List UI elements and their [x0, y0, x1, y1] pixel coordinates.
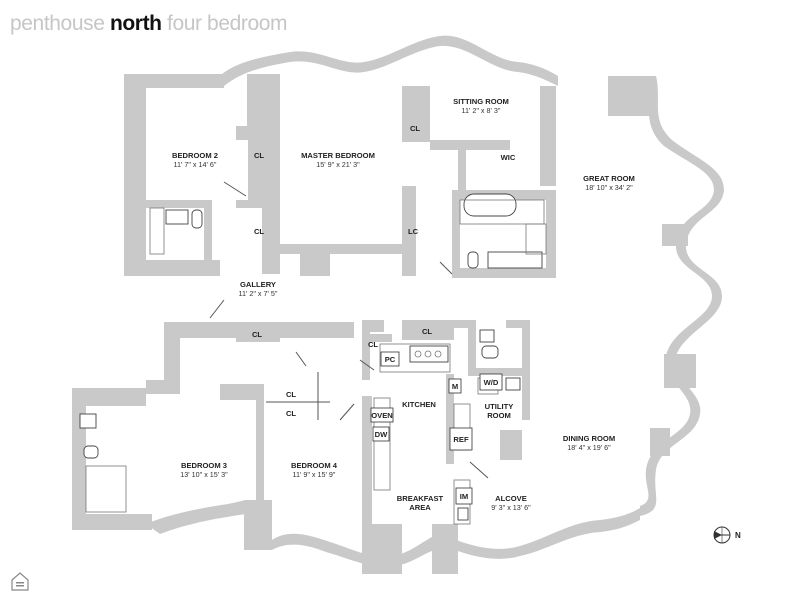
title-four-bedroom: four bedroom: [167, 12, 288, 35]
bedroom3-name: BEDROOM 3: [181, 461, 227, 470]
oven-box: [370, 407, 394, 423]
bedroom3-dim: 13' 10" x 15' 3": [180, 470, 228, 479]
ice-maker-tag: IM: [460, 492, 468, 501]
room-labels: BEDROOM 2 11' 7" x 14' 6" MASTER BEDROOM…: [172, 97, 635, 512]
title-penthouse: penthouse: [10, 12, 105, 35]
bedroom2-name: BEDROOM 2: [172, 151, 218, 160]
utility-room-name2: ROOM: [487, 411, 511, 420]
gallery-dim: 11' 2" x 7' 5": [239, 289, 278, 298]
dining-room-name: DINING ROOM: [563, 434, 615, 443]
washer-dryer-tag: W/D: [484, 378, 499, 387]
pc-box: [380, 351, 400, 367]
closet-tag: CL: [254, 227, 264, 236]
microwave-tag: M: [452, 382, 458, 391]
closet-tag: CL: [286, 409, 296, 418]
closet-tag: CL: [410, 124, 420, 133]
exterior-walls: [72, 35, 724, 574]
ref-box: [449, 427, 473, 451]
kitchen-name: KITCHEN: [402, 400, 436, 409]
north-letter: N: [735, 531, 741, 540]
equal-housing-icon: [11, 572, 29, 591]
closet-tags: CL CL CL LC CL CL CL CL CL PC M W/D OVEN…: [252, 124, 503, 505]
dining-room-dim: 18' 4" x 19' 6": [567, 443, 611, 452]
wic-name: WIC: [501, 153, 516, 162]
pc-tag: PC: [385, 355, 396, 364]
great-room-name: GREAT ROOM: [583, 174, 635, 183]
closet-tag: CL: [368, 340, 378, 349]
bedroom2-dim: 11' 7" x 14' 6": [174, 160, 217, 169]
bedroom4-dim: 11' 9" x 15' 9": [293, 470, 336, 479]
title-north: north: [109, 12, 162, 35]
utility-room-name: UTILITY: [485, 402, 514, 411]
plan-title: penthouse north four bedroom: [10, 12, 288, 36]
great-room-dim: 18' 10" x 34' 2": [585, 183, 633, 192]
door-swings: [209, 181, 489, 479]
master-bedroom-name: MASTER BEDROOM: [301, 151, 375, 160]
master-bedroom-dim: 15' 9" x 21' 3": [316, 160, 360, 169]
m-box: [448, 378, 462, 394]
fixtures: [79, 193, 547, 525]
im-box: [455, 487, 473, 505]
closet-tag: CL: [286, 390, 296, 399]
north-arrow-icon: N: [713, 526, 741, 544]
closet-tag: CL: [252, 330, 262, 339]
refrigerator-tag: REF: [453, 435, 469, 444]
sitting-room-dim: 11' 2" x 8' 3": [462, 106, 501, 115]
closet-tag: CL: [422, 327, 432, 336]
closet-tag: CL: [254, 151, 264, 160]
dishwasher-tag: DW: [375, 430, 388, 439]
breakfast-area-name: BREAKFAST: [397, 494, 444, 503]
gallery-name: GALLERY: [240, 280, 276, 289]
dw-box: [372, 426, 390, 442]
wd-box: [479, 373, 503, 391]
alcove-name: ALCOVE: [495, 494, 527, 503]
oven-tag: OVEN: [371, 411, 393, 420]
bedroom4-name: BEDROOM 4: [291, 461, 338, 470]
alcove-dim: 9' 3" x 13' 6": [491, 503, 531, 512]
sitting-room-name: SITTING ROOM: [453, 97, 509, 106]
breakfast-area-name2: AREA: [409, 503, 431, 512]
linen-closet-tag: LC: [408, 227, 419, 236]
